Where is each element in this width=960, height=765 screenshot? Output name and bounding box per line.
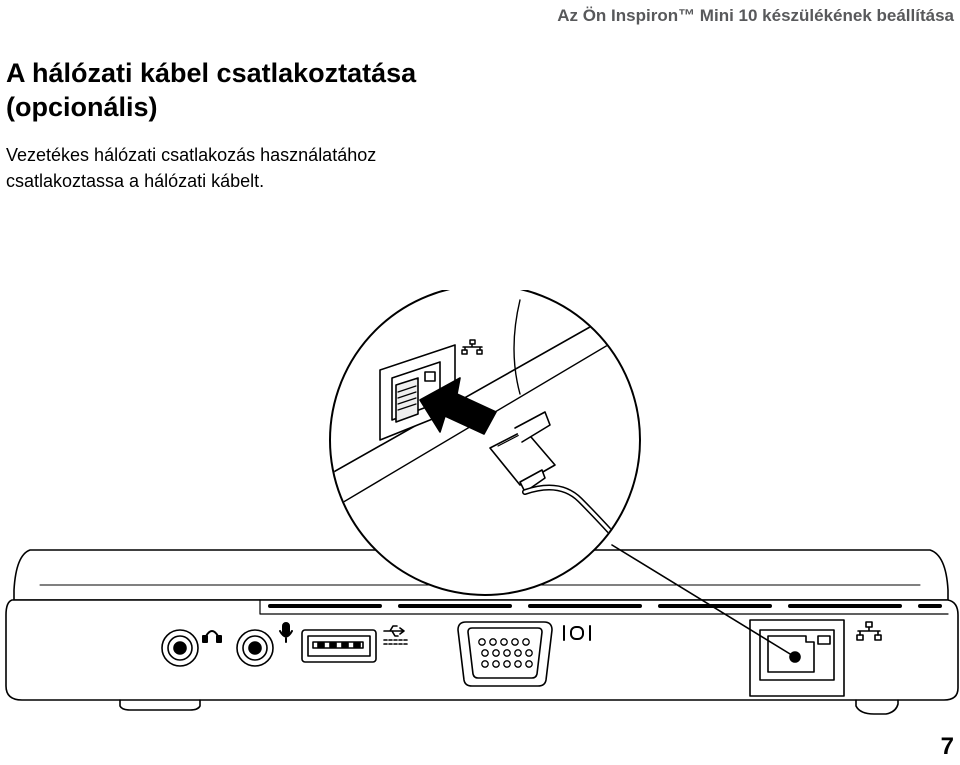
insert-arrow	[419, 377, 497, 435]
instruction-line-1: Vezetékes hálózati csatlakozás használat…	[6, 145, 377, 165]
section-title: A hálózati kábel csatlakoztatása (opcion…	[6, 56, 416, 124]
callout-leader-line	[611, 544, 796, 658]
network-port	[749, 619, 845, 697]
running-header: Az Ön Inspiron™ Mini 10 készülékének beá…	[557, 6, 954, 25]
usb-icon	[383, 625, 409, 645]
usb-port	[301, 629, 377, 663]
section-title-line-2: (opcionális)	[6, 92, 158, 122]
network-cable-illustration	[5, 290, 959, 715]
vga-port	[457, 621, 553, 687]
headphone-icon	[202, 630, 222, 643]
magnified-network-icon	[461, 339, 483, 355]
microphone-jack	[236, 629, 274, 667]
network-icon	[856, 621, 882, 641]
instruction-line-2: csatlakoztassa a hálózati kábelt.	[6, 171, 265, 191]
instruction-text: Vezetékes hálózati csatlakozás használat…	[6, 142, 466, 194]
microphone-icon	[279, 622, 293, 643]
page-number: 7	[940, 733, 954, 760]
section-title-line-1: A hálózati kábel csatlakoztatása	[6, 58, 417, 88]
vga-icon	[563, 625, 591, 641]
headphone-jack	[161, 629, 199, 667]
magnified-callout	[329, 290, 641, 596]
